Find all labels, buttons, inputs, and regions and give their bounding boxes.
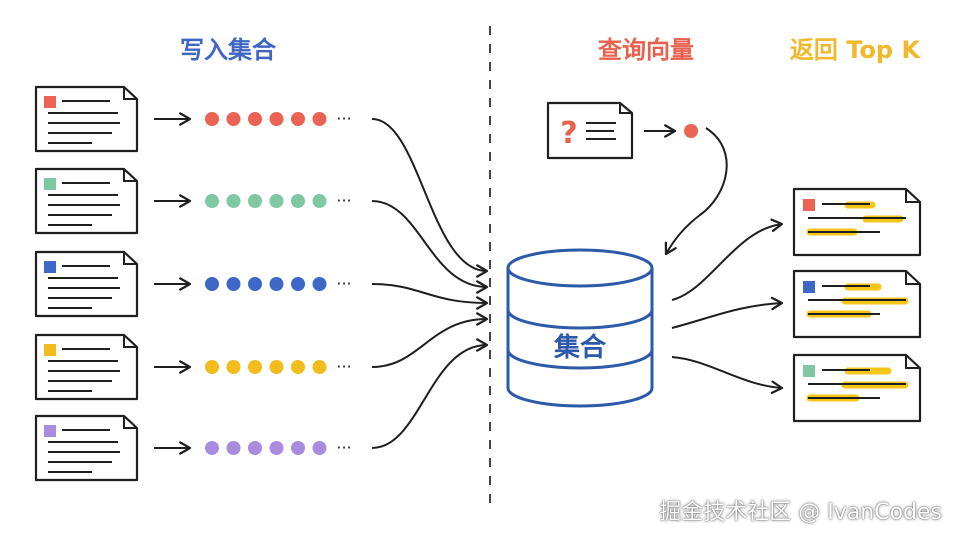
vector-dot [312,441,327,455]
color-tag [803,199,815,211]
result-curve [671,296,784,329]
vector-dot [312,194,327,208]
vector-dot [312,112,327,126]
query-document-icon [546,101,634,160]
vector-dot [226,194,241,208]
vector-dot [205,112,219,126]
vector-dot [269,441,284,455]
vector-dot [205,360,219,374]
vector-dot [291,194,305,208]
vector-dot [269,194,284,208]
vector-dot [248,194,262,208]
vector-dot [248,360,262,374]
result-curve [671,356,784,395]
color-tag [803,365,815,377]
ingest-curve [371,118,489,278]
result-document-icon [792,187,922,257]
vector-dot [205,277,219,291]
color-tag [44,344,56,356]
ingest-curve [371,312,489,368]
query-question-mark: ? [560,116,577,151]
color-tag [44,96,56,108]
ellipsis: ··· [336,274,351,293]
ellipsis: ··· [336,357,351,376]
vector-dot [291,360,305,374]
collection-label: 集合 [553,332,607,363]
ingest-curves [371,118,489,449]
vector-dots [205,441,327,455]
document-icon [34,250,139,318]
vector-dot [205,441,219,455]
input-row: ··· [34,250,352,318]
color-tag [44,178,56,190]
document-icon [34,333,139,401]
vector-dot [269,277,284,291]
vector-dot [226,277,241,291]
input-documents: ··· ··· ··· ··· ··· [34,85,352,482]
color-tag [44,261,56,273]
input-row: ··· [34,333,352,401]
vector-dot [205,194,219,208]
input-row: ··· [34,167,352,235]
vector-dot [269,112,284,126]
query-vector-header: 查询向量 [598,36,694,64]
ingest-curve [371,338,489,449]
vector-dot [269,360,284,374]
vector-dot [291,277,305,291]
ingest-curve [371,283,489,310]
result-document-icon [792,269,922,339]
vector-dot [226,112,241,126]
vector-dot [226,360,241,374]
result-curves [671,218,784,395]
vector-dots [205,277,327,291]
topk-results [792,187,922,423]
vector-dots [205,194,327,208]
write-collection-header: 写入集合 [180,36,277,64]
input-row: ··· [34,414,352,482]
query-to-collection-curve [664,127,728,256]
return-topk-header: 返回 Top K [790,36,922,64]
document-icon [34,414,139,482]
result-document-icon [792,353,922,423]
vector-dot [291,441,305,455]
document-icon [34,167,139,235]
color-tag [44,425,56,437]
vector-dots [205,112,327,126]
collection-database-icon [506,248,654,408]
input-row: ··· [34,85,352,153]
document-icon [34,85,139,153]
vector-dot [248,277,262,291]
vector-dot [312,360,327,374]
vector-dot [291,112,305,126]
vector-dot [226,441,241,455]
vector-dot [248,112,262,126]
color-tag [803,281,815,293]
ellipsis: ··· [336,438,351,457]
query-vector-dot [684,124,698,138]
vector-dots [205,360,327,374]
result-curve [671,218,784,301]
ingest-curve [371,200,489,294]
vector-dot [312,277,327,291]
vector-dot [248,441,262,455]
ellipsis: ··· [336,109,351,128]
ellipsis: ··· [336,191,351,210]
watermark: 掘金技术社区 @ IvanCodes [659,500,942,525]
